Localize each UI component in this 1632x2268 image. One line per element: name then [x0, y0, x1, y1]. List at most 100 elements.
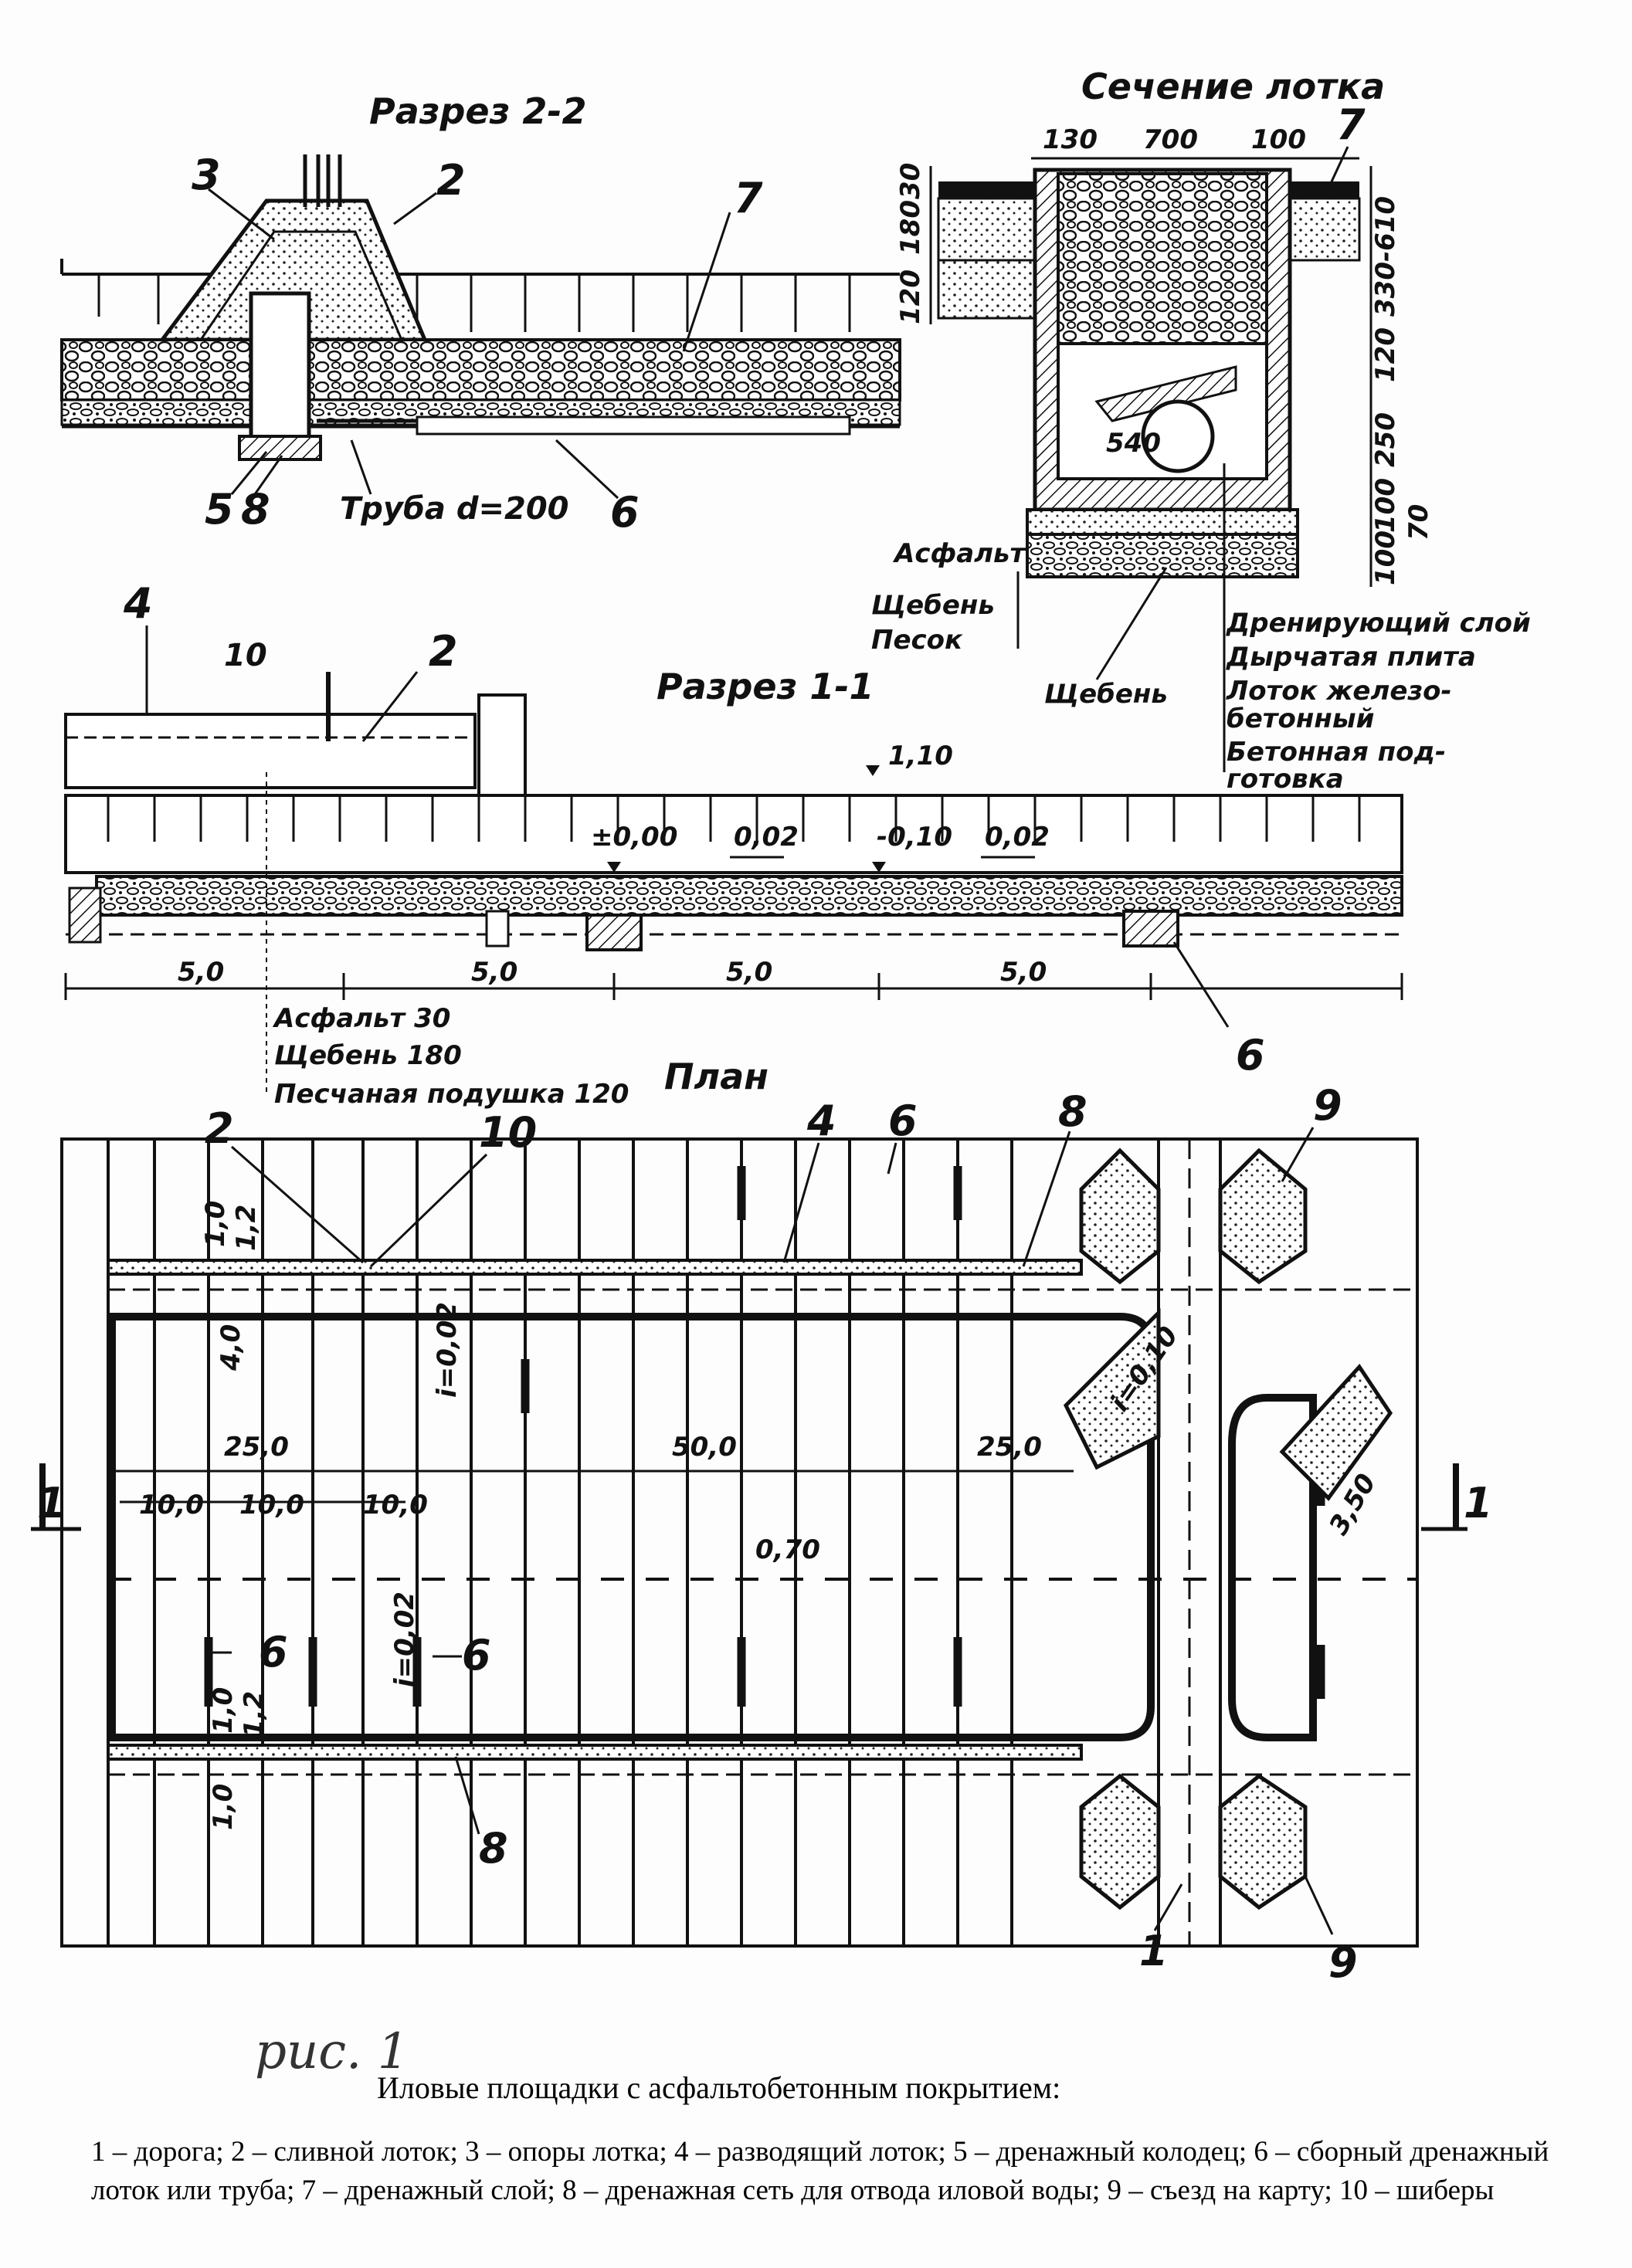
- section-1-1-distributing-tray: [64, 713, 477, 789]
- tray-pipe: [1141, 399, 1215, 473]
- label-pipe: Труба d=200: [340, 491, 568, 527]
- tray-layer-tray-1: Лоток железо-: [1226, 676, 1452, 707]
- tray-right-dim-100b: 100: [1370, 531, 1401, 585]
- span-4: 5,0: [1000, 957, 1047, 988]
- label-2-2-8: 8: [241, 485, 270, 534]
- drain-collector: [416, 415, 851, 436]
- tray-layer-tray-2: бетонный: [1227, 703, 1374, 734]
- ramp-5: [1063, 1307, 1161, 1470]
- section-2-2: Разрез 2-2: [60, 90, 901, 537]
- section-1-1-ticks: [107, 795, 1361, 842]
- tray-layer-gravel: Щебень: [871, 590, 995, 621]
- plan-title: План: [664, 1056, 768, 1097]
- svg-text:70: 70: [1403, 504, 1434, 541]
- elev-top: 1,10: [888, 741, 953, 771]
- plan-label-6a: 6: [888, 1097, 918, 1145]
- tray-right-dim-120: 120: [1370, 327, 1401, 382]
- plan: План: [31, 1056, 1493, 1987]
- ramp-1: [1079, 1148, 1161, 1285]
- embankment-inner: [199, 230, 403, 341]
- layer-gravel-180: Щебень 180: [274, 1040, 462, 1071]
- plan-label-8a: 8: [1058, 1087, 1087, 1136]
- plan-slope-b: i=0,02: [389, 1592, 420, 1687]
- tray-layer-base-2: готовка: [1227, 764, 1344, 795]
- drain-well-base: [238, 435, 322, 461]
- svg-text:120: 120: [895, 270, 926, 324]
- label-1-1-2: 2: [429, 627, 458, 676]
- section-1-1-pavement: [95, 875, 1403, 917]
- tray-posts: [303, 154, 342, 207]
- drain-tray-1: [585, 914, 643, 951]
- tray-dim-130: 130: [1043, 124, 1098, 155]
- svg-text:1,0: 1,0: [200, 1201, 231, 1247]
- tray-section-title: Сечение лотка: [1081, 66, 1385, 107]
- tray-right-dim-250: 250: [1370, 412, 1401, 467]
- slope-1: 0,02: [734, 822, 799, 853]
- tray-left-dim-120: 120: [895, 270, 926, 324]
- label-1-1-4: 4: [123, 579, 153, 628]
- svg-text:180: 180: [895, 200, 926, 255]
- plan-d070: 0,70: [755, 1534, 820, 1565]
- layer-asphalt-30: Асфальт 30: [272, 1003, 450, 1034]
- ramp-4: [1218, 1773, 1308, 1910]
- tray-right-dim-70: 70: [1403, 504, 1434, 541]
- svg-text:1,0: 1,0: [208, 1687, 239, 1734]
- label-1-1-10: 10: [224, 638, 267, 673]
- tray-left-dim-30: 30: [895, 163, 926, 199]
- drain-layer-cobble: [60, 338, 901, 402]
- tray-drain-fill: [1057, 172, 1268, 345]
- tray-right-layer-labels: Дренирующий слой Дырчатая плита Лоток же…: [1226, 608, 1531, 795]
- tray-top-dims: 130 700 100: [1043, 124, 1306, 155]
- plan-dim-10b: 10,0: [239, 1490, 304, 1520]
- svg-text:120: 120: [1370, 327, 1401, 382]
- label-2-2-2: 2: [436, 156, 466, 205]
- plan-d12-top: 1,2: [231, 1205, 262, 1251]
- plan-label-9b: 9: [1328, 1938, 1358, 1987]
- section-1-1-title: Разрез 1-1: [657, 666, 874, 707]
- plan-dim-10c: 10,0: [363, 1490, 428, 1520]
- plan-label-1: 1: [1139, 1927, 1169, 1975]
- svg-text:4,0: 4,0: [215, 1324, 246, 1371]
- plan-dim-25a: 25,0: [224, 1432, 289, 1463]
- section-2-2-ground-ticks: [97, 274, 851, 332]
- svg-text:100: 100: [1370, 478, 1401, 533]
- tray-asphalt-right: [1290, 181, 1359, 198]
- label-2-2-7: 7: [734, 174, 763, 222]
- label-2-2-6: 6: [610, 488, 640, 537]
- ramp-3: [1079, 1773, 1161, 1910]
- cut-mark-right: 1: [1464, 1479, 1493, 1527]
- tray-layer-plate: Дырчатая плита: [1226, 642, 1476, 673]
- svg-text:1,2: 1,2: [231, 1205, 262, 1251]
- label-2-2-3: 3: [192, 151, 221, 199]
- handwritten-figure-number: рис. 1: [255, 2023, 409, 2080]
- plan-dim-25b: 25,0: [977, 1432, 1042, 1463]
- tray-right-dim-100a: 100: [1370, 478, 1401, 533]
- plan-label-4: 4: [806, 1097, 836, 1145]
- tray-layer-drain: Дренирующий слой: [1226, 608, 1531, 639]
- section-2-2-ground: [60, 259, 900, 276]
- plan-label-6b: 6: [259, 1628, 288, 1676]
- plan-d10-bot: 1,0: [208, 1687, 239, 1734]
- drawing: Разрез 2-2: [31, 66, 1531, 1987]
- elev-zero: ±0,00: [591, 822, 677, 853]
- section-2-2-title: Разрез 2-2: [369, 90, 586, 132]
- label-1-1-6: 6: [1236, 1031, 1265, 1080]
- tray-asphalt-left: [938, 181, 1035, 198]
- drain-well: [249, 291, 311, 450]
- plan-slope-a: i=0,02: [432, 1302, 463, 1398]
- svg-text:i=0,02: i=0,02: [389, 1592, 420, 1687]
- tray-bottom-label: Щебень: [1044, 679, 1168, 710]
- plan-dim-50: 50,0: [672, 1432, 737, 1463]
- span-1: 5,0: [178, 957, 224, 988]
- svg-text:30: 30: [895, 163, 926, 199]
- tray-sand-left: [937, 259, 1037, 320]
- tray-layer-sand: Песок: [871, 625, 963, 656]
- plan-label-9a: 9: [1313, 1081, 1342, 1130]
- tray-right-dim-330-610: 330-610: [1370, 196, 1401, 317]
- drain-tray-2: [1122, 910, 1179, 948]
- tray-label-7: 7: [1336, 100, 1366, 149]
- plan-d10-top: 1,0: [200, 1201, 231, 1247]
- tray-layer-base-1: Бетонная под-: [1227, 737, 1446, 768]
- plan-leaders: [212, 1127, 1334, 1935]
